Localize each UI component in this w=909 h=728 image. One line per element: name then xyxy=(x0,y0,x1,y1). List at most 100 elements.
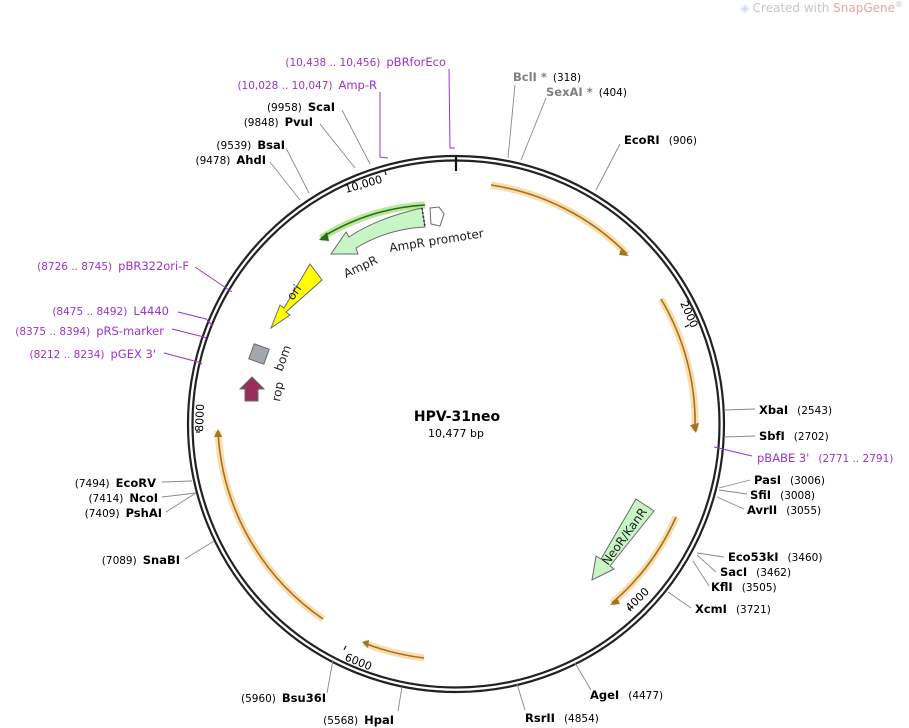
site-pshai: (7409)PshAI xyxy=(85,506,162,520)
site-sexai-star: * xyxy=(583,85,593,99)
site-sexai-name: SexAI xyxy=(546,85,583,99)
leader-ahdi xyxy=(269,161,301,201)
orf-arc-3 xyxy=(611,516,677,604)
site-saci: SacI(3462) xyxy=(720,565,791,579)
primer-prs-marker-range: (8375 .. 8394) xyxy=(15,326,90,338)
site-eco53ki: Eco53kI (3460) xyxy=(728,550,822,564)
site-agei: AgeI(4477) xyxy=(590,688,663,702)
site-pshai-pos: (7409) xyxy=(85,508,120,520)
snapgene-logo-icon: ◈ xyxy=(740,1,750,15)
watermark-mark: ® xyxy=(895,0,903,9)
site-bcli-name: BclI xyxy=(513,70,537,84)
orf-head-5 xyxy=(214,429,222,437)
primer-pbabe3-range: (2771 .. 2791) xyxy=(818,453,893,465)
orf-head-4 xyxy=(362,640,369,648)
site-ecorv-pos: (7494) xyxy=(75,478,110,490)
leader-hpai xyxy=(397,686,403,712)
primer-pgex3-range: (8212 .. 8234) xyxy=(30,349,105,361)
site-snabi-name: SnaBI xyxy=(143,553,180,567)
neor-kanr-arrow xyxy=(591,498,655,581)
plasmid-name: HPV-31neo xyxy=(414,409,501,425)
rop-arrow xyxy=(238,376,266,402)
site-rsrii: RsrII(4854) xyxy=(525,711,599,725)
leader-rsrii xyxy=(516,683,526,711)
site-ahdi-name: AhdI xyxy=(236,153,266,167)
primer-pbr322ori-f-name: pBR322ori-F xyxy=(118,259,189,273)
leader-ecori xyxy=(595,143,621,191)
leader-prs-marker xyxy=(171,328,207,339)
leader-avrii xyxy=(716,496,745,510)
primer-l4440-range: (8475 .. 8492) xyxy=(52,306,127,318)
site-ahdi-pos: (9478) xyxy=(195,155,230,167)
ampr-dotted-mark xyxy=(421,207,426,228)
leader-xcmi xyxy=(667,591,692,609)
site-sfii: SfiI(3008) xyxy=(750,488,815,502)
site-pvui-pos: (9848) xyxy=(244,117,279,129)
primer-pbr322ori-f-range: (8726 .. 8745) xyxy=(37,261,112,273)
site-pvui: (9848)PvuI xyxy=(244,115,313,129)
site-agei-pos: (4477) xyxy=(628,690,663,702)
bom-box xyxy=(248,343,270,365)
orf-head-2 xyxy=(690,423,699,433)
primer-amp-r-name: Amp-R xyxy=(338,78,377,92)
site-saci-name: SacI xyxy=(720,565,747,579)
site-xcmi-name: XcmI xyxy=(695,602,727,616)
orf-head-6 xyxy=(319,232,329,241)
backbone-outer xyxy=(186,154,726,694)
site-ncoi-name: NcoI xyxy=(129,491,158,505)
primer-pbrforeco: (10,438 .. 10,456) pBRforEco xyxy=(285,55,446,69)
site-scai-name: ScaI xyxy=(308,100,335,114)
watermark-brand: SnapGene xyxy=(833,1,895,15)
ampr-promoter-arrow xyxy=(429,206,445,227)
orf-arrows xyxy=(214,181,699,662)
leader-bsai xyxy=(285,147,310,194)
site-xbai: XbaI(2543) xyxy=(759,403,832,417)
site-bsu36i: (5960)Bsu36I xyxy=(241,691,326,705)
tick-label-2000: 2000 xyxy=(677,299,700,330)
leader-ncoi xyxy=(161,492,197,498)
site-eco53ki-name: Eco53kI xyxy=(728,550,779,564)
leader-scai xyxy=(341,109,371,165)
ampr-promoter-label: AmpR promoter xyxy=(388,226,484,255)
site-snabi: (7089) SnaBI xyxy=(102,553,180,567)
site-leaders xyxy=(161,84,756,712)
site-eco53ki-pos: (3460) xyxy=(788,552,823,564)
primer-pbrforeco-name: pBRforEco xyxy=(386,55,446,69)
orf-arc-5-glow xyxy=(214,430,325,622)
orf-arc-1-glow xyxy=(490,181,630,257)
leader-pbrforeco xyxy=(448,68,455,149)
primer-pgex3-name: pGEX 3' xyxy=(111,347,157,361)
primer-pbabe3: pBABE 3'(2771 .. 2791) xyxy=(757,451,893,465)
orf-arc-4-glow xyxy=(362,639,425,662)
primer-l4440: (8475 .. 8492)L4440 xyxy=(52,304,169,318)
leader-pasi xyxy=(718,479,751,489)
leader-xbai xyxy=(723,408,756,411)
site-xcmi-pos: (3721) xyxy=(736,604,771,616)
site-pasi: PasI(3006) xyxy=(754,473,825,487)
leader-bcli xyxy=(507,84,516,159)
leader-kfli xyxy=(692,560,710,587)
leader-sfii xyxy=(718,489,748,495)
primer-leaders xyxy=(163,68,753,457)
leader-snabi xyxy=(184,540,215,560)
bom-label: bom xyxy=(272,343,294,373)
site-ecorv-name: EcoRV xyxy=(116,476,156,490)
site-snabi-pos: (7089) xyxy=(102,555,137,567)
leader-pshai xyxy=(165,492,197,513)
site-bsai: (9539) BsaI xyxy=(216,138,285,152)
primer-pbrforeco-range: (10,438 .. 10,456) xyxy=(285,57,380,69)
site-bsai-name: BsaI xyxy=(257,138,285,152)
site-hpai-name: HpaI xyxy=(364,713,394,727)
site-xbai-name: XbaI xyxy=(759,403,788,417)
site-ecori-pos: (906) xyxy=(669,135,697,147)
site-pasi-pos: (3006) xyxy=(790,475,825,487)
primer-amp-r: (10,028 .. 10,047)Amp-R xyxy=(237,78,377,92)
site-sexai-pos: (404) xyxy=(599,87,627,99)
site-bsai-pos: (9539) xyxy=(216,140,251,152)
site-ncoi-pos: (7414) xyxy=(88,493,123,505)
leader-pbr322ori-f xyxy=(194,266,233,293)
ampr-arrow xyxy=(330,207,426,255)
site-labels: BclI *(318) SexAI *(404) EcoRI(906) XbaI… xyxy=(75,70,832,727)
orf-arc-2 xyxy=(660,298,696,432)
site-avrii-name: AvrII xyxy=(747,503,777,517)
